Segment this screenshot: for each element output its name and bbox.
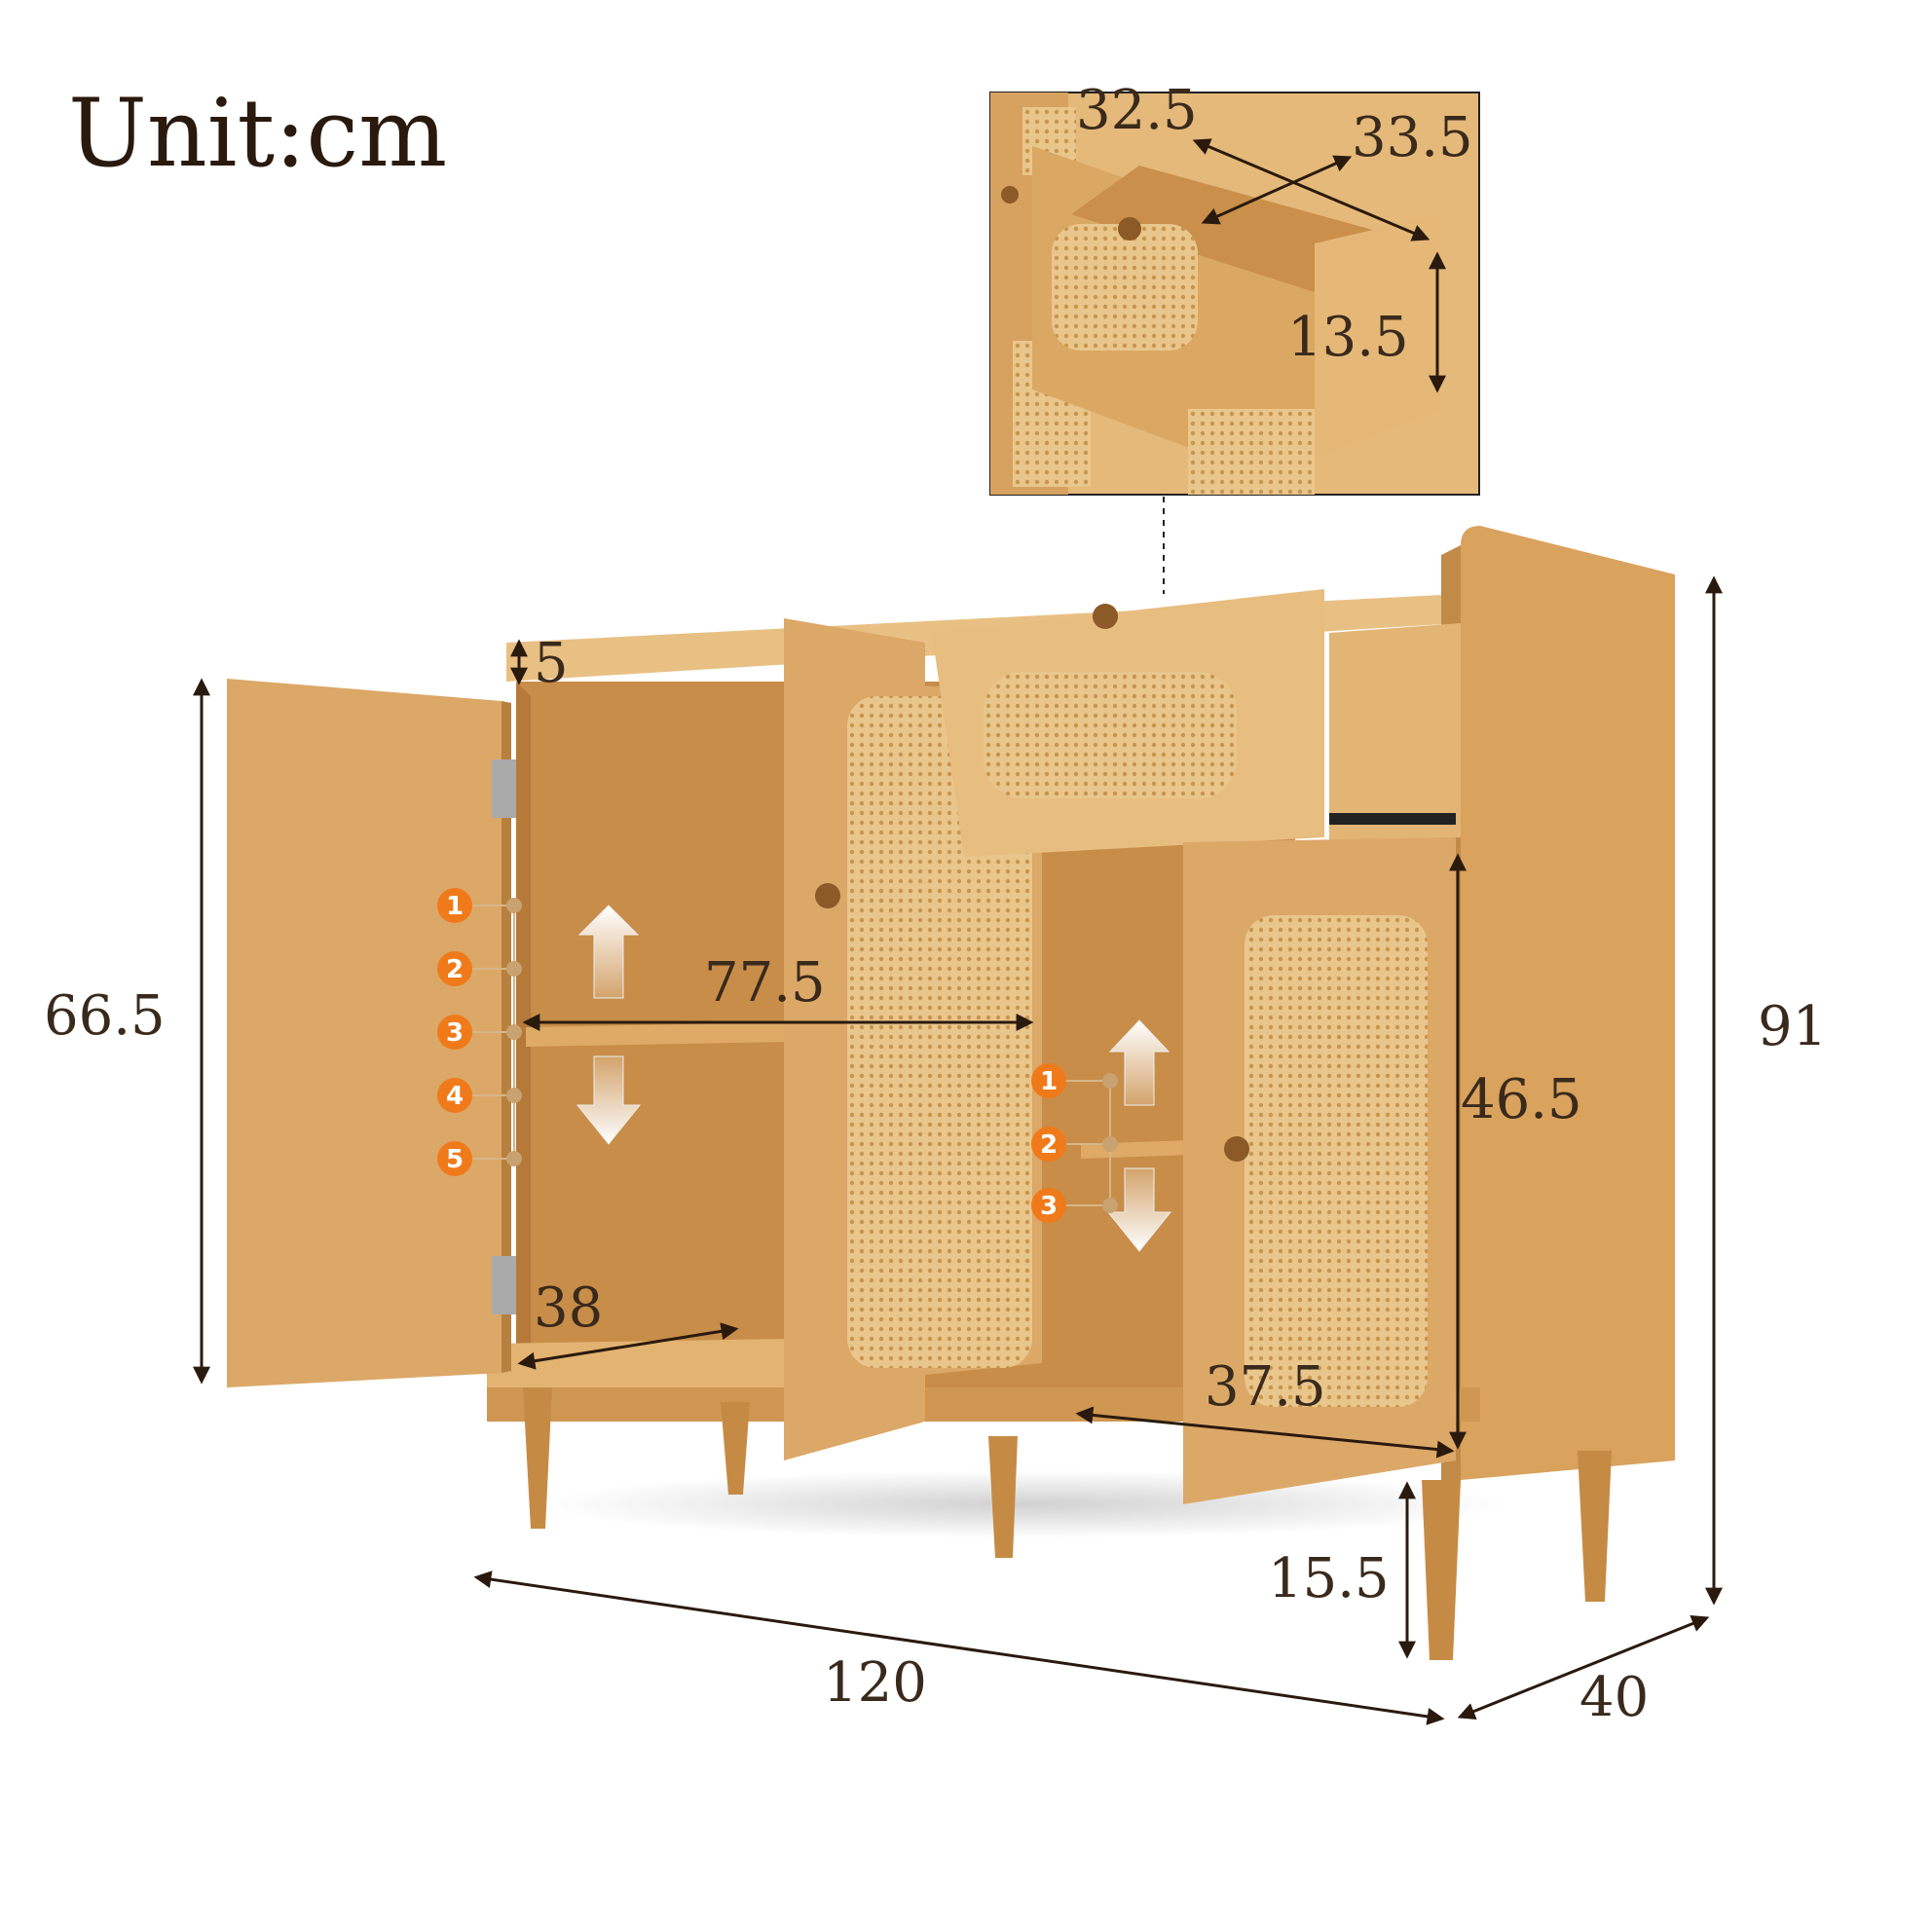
left-shelf-position: 2	[437, 951, 522, 986]
drawer-knob-icon	[1093, 604, 1118, 629]
left-shelf-position-list: 1 2 3 4 5	[437, 888, 522, 1176]
svg-text:1: 1	[446, 892, 464, 921]
left-door[interactable]	[227, 679, 516, 1387]
left-shelf-position: 5	[437, 1141, 522, 1176]
dim-leg-height: 15.5	[1268, 1547, 1390, 1610]
hinge-bottom-icon	[492, 1256, 516, 1314]
left-shelf-position: 1	[437, 888, 522, 923]
dim-door-height: 66.5	[44, 984, 166, 1048]
dim-drawer-height: 13.5	[1287, 306, 1409, 369]
dim-total-depth: 40	[1579, 1666, 1649, 1729]
right-shelf-position: 3	[1031, 1188, 1118, 1223]
dim-left-depth: 38	[534, 1276, 603, 1340]
svg-text:3: 3	[446, 1018, 464, 1048]
left-shelf-position: 3	[437, 1015, 522, 1050]
dim-drawer-width: 32.5	[1076, 79, 1198, 142]
dim-drawer-depth: 33.5	[1352, 106, 1473, 169]
svg-text:5: 5	[446, 1145, 464, 1174]
right-door-knob-icon	[1224, 1136, 1249, 1162]
right-shelf-position: 2	[1031, 1127, 1118, 1162]
unit-label: Unit:cm	[68, 79, 447, 188]
dim-total-width: 120	[823, 1651, 927, 1715]
svg-text:2: 2	[1040, 1130, 1058, 1160]
right-shelf-position: 1	[1031, 1063, 1118, 1098]
svg-text:4: 4	[446, 1082, 464, 1111]
drawer[interactable]	[932, 589, 1461, 857]
dim-inner-width: 77.5	[704, 951, 826, 1015]
dimension-lines	[193, 138, 1723, 1725]
dim-top-rail: 5	[534, 632, 569, 695]
right-shelf-arrows	[1106, 1019, 1172, 1252]
left-shelf-position: 4	[437, 1078, 522, 1113]
floor-shadow	[536, 1470, 1509, 1538]
dim-right-inner-height: 46.5	[1461, 1068, 1582, 1131]
right-door[interactable]	[1183, 837, 1456, 1504]
right-shelf-position-list: 1 2 3	[1031, 1063, 1118, 1223]
svg-text:1: 1	[1040, 1067, 1058, 1096]
dim-total-height: 91	[1758, 995, 1827, 1058]
hinge-top-icon	[492, 759, 516, 818]
middle-left-door[interactable]	[784, 618, 1042, 1461]
svg-text:2: 2	[446, 955, 464, 984]
left-shelf-arrows	[576, 905, 642, 1145]
knob-icon	[815, 883, 840, 908]
svg-text:3: 3	[1040, 1192, 1058, 1221]
dim-right-depth: 37.5	[1205, 1355, 1326, 1419]
